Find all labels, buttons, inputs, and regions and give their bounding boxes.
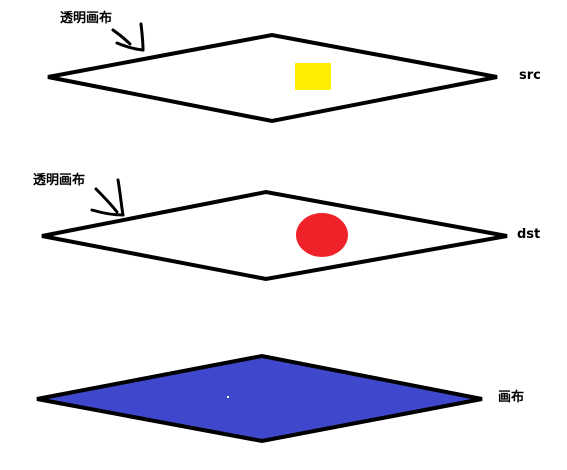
top-arrow-icon bbox=[111, 22, 145, 52]
canvas-speck bbox=[227, 396, 229, 398]
canvas-label: 画布 bbox=[498, 390, 525, 405]
canvas-layer-diamond bbox=[36, 353, 483, 444]
src-label: src bbox=[519, 68, 541, 83]
src-layer-diamond bbox=[47, 32, 498, 124]
dst-layer-diamond bbox=[41, 189, 508, 282]
mid-arrow-icon bbox=[90, 178, 125, 217]
top-transparent-canvas-label: 透明画布 bbox=[60, 11, 113, 26]
middle-transparent-canvas-label: 透明画布 bbox=[33, 173, 86, 188]
dst-red-circle bbox=[296, 213, 348, 257]
src-yellow-square bbox=[295, 63, 331, 90]
dst-label: dst bbox=[517, 227, 541, 242]
